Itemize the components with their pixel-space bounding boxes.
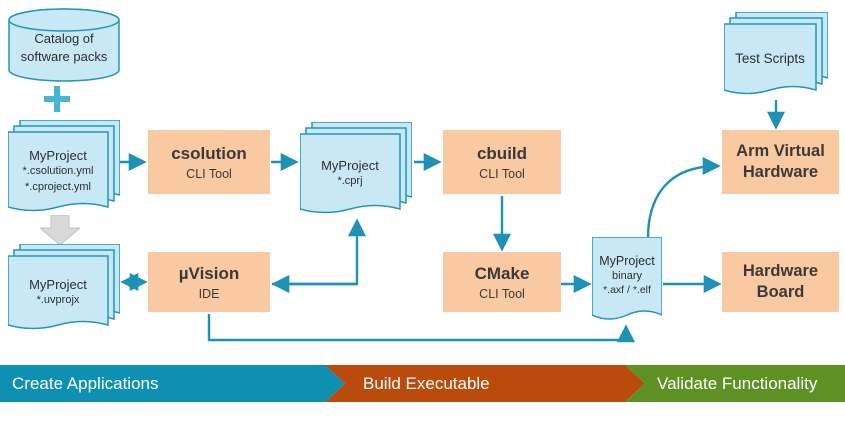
binary-doc-title: MyProject xyxy=(599,254,655,269)
csolution-title: csolution xyxy=(171,143,247,163)
csolution-tool-box: csolution CLI Tool xyxy=(148,130,270,194)
uvision-title: µVision xyxy=(178,263,240,283)
csolution-subtitle: CLI Tool xyxy=(186,166,232,181)
document-icon xyxy=(592,237,662,320)
uvprojx-doc-sub1: *.uvprojx xyxy=(36,293,80,306)
myproject-yml-docs: MyProject *.csolution.yml *.cproject.yml xyxy=(8,120,120,214)
arm-virtual-hardware-box: Arm Virtual Hardware xyxy=(722,130,839,194)
phase-create-applications: Create Applications xyxy=(0,365,345,402)
phase-validate-functionality-label: Validate Functionality xyxy=(657,373,818,393)
board-line1: Hardware xyxy=(742,262,819,281)
phase-validate-functionality: Validate Functionality xyxy=(625,365,845,402)
document-stack-icon xyxy=(300,122,412,214)
cbuild-subtitle: CLI Tool xyxy=(479,166,525,181)
yml-doc-title: MyProject xyxy=(29,148,87,164)
document-stack-icon xyxy=(8,244,120,330)
migrate-down-arrow-icon xyxy=(40,215,80,245)
catalog-line2: software packs xyxy=(20,49,108,65)
plus-icon xyxy=(44,86,70,112)
test-scripts-title: Test Scripts xyxy=(735,50,805,66)
document-stack-icon xyxy=(8,120,120,212)
phase-build-executable-label: Build Executable xyxy=(363,373,490,393)
cbuild-title: cbuild xyxy=(476,143,528,163)
arrow-uvision-to-binary xyxy=(207,314,635,343)
hardware-board-box: Hardware Board xyxy=(722,252,839,312)
myproject-cprj-docs: MyProject *.cprj xyxy=(300,122,412,216)
avh-line1: Arm Virtual xyxy=(736,142,825,161)
binary-doc-sub2: *.axf / *.elf xyxy=(603,284,651,297)
board-line2: Board xyxy=(756,283,805,301)
myproject-uvprojx-docs: MyProject *.uvprojx xyxy=(8,244,120,332)
uvision-subtitle: IDE xyxy=(198,286,220,301)
avh-line2: Hardware xyxy=(742,163,819,181)
phase-create-applications-label: Create Applications xyxy=(12,373,159,393)
binary-doc-sub1: binary xyxy=(612,270,642,283)
cmake-title: CMake xyxy=(474,263,530,283)
test-scripts-docs: Test Scripts xyxy=(724,12,828,98)
phase-build-executable: Build Executable xyxy=(325,365,645,402)
cbuild-tool-box: cbuild CLI Tool xyxy=(443,130,561,194)
arrow-binary-to-avh xyxy=(646,157,721,239)
document-stack-icon xyxy=(724,12,828,95)
cmake-tool-box: CMake CLI Tool xyxy=(443,252,561,312)
cprj-doc-sub1: *.cprj xyxy=(337,174,363,187)
database-cylinder-icon xyxy=(8,8,120,82)
catalog-line1: Catalog of xyxy=(34,31,94,46)
uvprojx-doc-title: MyProject xyxy=(29,276,87,292)
uvision-tool-box: µVision IDE xyxy=(148,252,270,312)
catalog-label: Catalog of software packs xyxy=(8,30,120,66)
cmake-subtitle: CLI Tool xyxy=(479,286,525,301)
myproject-binary-doc: MyProject binary *.axf / *.elf xyxy=(592,237,662,325)
software-packs-catalog: Catalog of software packs xyxy=(8,6,120,84)
yml-doc-sub2: *.cproject.yml xyxy=(24,180,92,193)
arrow-uvision-to-cprj xyxy=(272,218,366,286)
cprj-doc-title: MyProject xyxy=(321,157,379,173)
yml-doc-sub1: *.csolution.yml xyxy=(22,165,94,178)
